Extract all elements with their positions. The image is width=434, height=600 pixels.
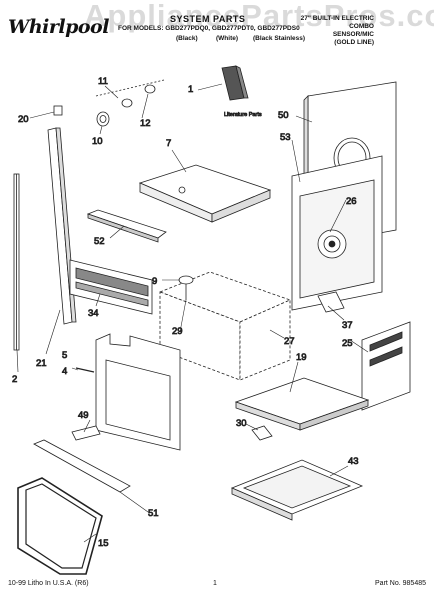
control-knobs (95, 79, 165, 127)
callout-34: 34 (88, 308, 99, 319)
callout-15: 15 (98, 538, 109, 549)
trim-bar (71, 425, 101, 441)
callout-52: 52 (94, 236, 105, 247)
leader-lines (16, 83, 369, 543)
callout-10: 10 (92, 136, 103, 147)
product-line-3: SENSOR/MIC (332, 31, 374, 38)
callout-11: 11 (98, 76, 108, 87)
callout-51: 51 (148, 508, 159, 519)
shield-tray (234, 377, 370, 441)
product-line-4: (GOLD LINE) (334, 39, 374, 46)
callout-19: 19 (296, 352, 307, 363)
literature-parts-label: Literature Parts (224, 112, 262, 118)
callout-1: 1 (188, 84, 193, 95)
callout-50: 50 (278, 110, 289, 121)
callout-4: 4 (62, 366, 67, 377)
callout-9: 9 (152, 276, 157, 287)
callout-7: 7 (166, 138, 171, 149)
bracket (86, 209, 167, 243)
callout-30: 30 (236, 418, 247, 429)
side-rod (13, 173, 20, 351)
color-white-label: (White) (216, 35, 239, 42)
watermark: AppliancePartsPros.com (84, 0, 434, 33)
control-panel (69, 259, 153, 315)
top-panel (138, 164, 272, 223)
rear-cover (291, 155, 383, 313)
callout-43: 43 (348, 456, 359, 467)
callout-27: 27 (284, 336, 295, 347)
page-title: SYSTEM PARTS (170, 14, 246, 24)
bottom-tray (230, 459, 364, 521)
callout-53: 53 (280, 132, 291, 143)
callout-21: 21 (36, 358, 47, 369)
side-panel (361, 321, 411, 411)
callout-37: 37 (342, 320, 353, 331)
footer-litho: 10-99 Litho In U.S.A. (R6) (8, 580, 89, 587)
callout-2: 2 (12, 374, 17, 385)
product-line-1: 27" BUILT-IN ELECTRIC (300, 15, 374, 22)
callout-5: 5 (62, 350, 67, 361)
color-black-label: (Black) (176, 35, 198, 42)
model-list: FOR MODELS: GBD277PDQ0, GBD277PDT0, GBD2… (118, 25, 300, 32)
literature-booklet (221, 65, 249, 101)
callout-49: 49 (78, 410, 89, 421)
door-gasket (17, 477, 103, 575)
door-trim (33, 439, 131, 493)
door-frame (75, 333, 181, 451)
product-description: 27" BUILT-IN ELECTRIC COMBO SENSOR/MIC (… (301, 15, 374, 47)
callout-29: 29 (172, 326, 183, 337)
footer-part-number: Part No. 985485 (375, 580, 426, 587)
callout-26: 26 (346, 196, 357, 207)
footer-page-number: 1 (213, 580, 217, 587)
callout-12: 12 (140, 118, 151, 129)
product-line-2: COMBO (349, 23, 374, 30)
brand-logo: Whirlpool (8, 16, 109, 38)
callout-20: 20 (18, 114, 29, 125)
oven-cavity (158, 271, 292, 381)
callout-25: 25 (342, 338, 353, 349)
color-stainless-label: (Black Stainless) (253, 35, 306, 42)
